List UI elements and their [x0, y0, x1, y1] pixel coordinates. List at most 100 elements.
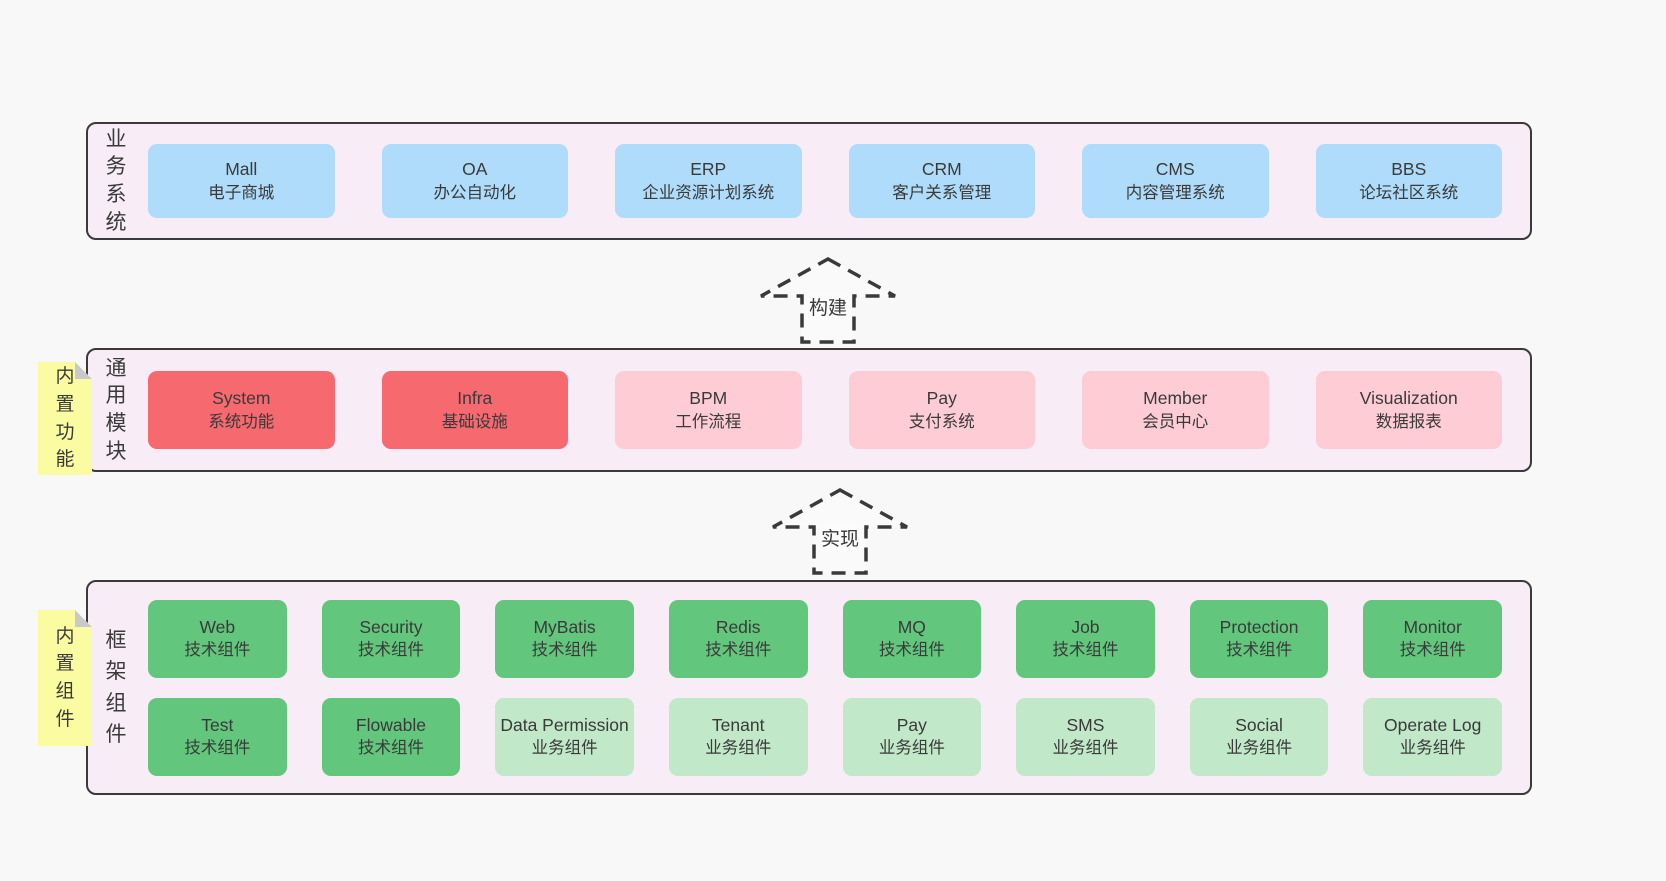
box-infra: Infra 基础设施	[381, 371, 568, 449]
box-title: Tenant	[711, 714, 765, 735]
box-subtitle: 会员中心	[1142, 412, 1209, 431]
box-title: System	[212, 388, 271, 409]
framework-grid: Web 技术组件 Security 技术组件 MyBatis 技术组件 Redi…	[148, 599, 1502, 776]
box-title: Job	[1071, 616, 1100, 637]
box-subtitle: 技术组件	[357, 739, 424, 758]
box-protection: Protection 技术组件	[1189, 599, 1329, 678]
box-oa: OA 办公自动化	[381, 144, 568, 218]
box-social: Social 业务组件	[1189, 697, 1329, 776]
box-title: Redis	[715, 616, 761, 637]
box-visualization: Visualization 数据报表	[1315, 371, 1502, 449]
note-text: 内置组件	[55, 625, 75, 730]
box-title: Infra	[457, 388, 493, 409]
box-erp: ERP 企业资源计划系统	[615, 144, 802, 218]
box-subtitle: 技术组件	[1226, 641, 1293, 660]
box-subtitle: 电子商城	[208, 183, 275, 202]
sticky-note-built-in-components: 内置组件	[38, 610, 92, 746]
box-title: Test	[201, 714, 234, 735]
box-title: CMS	[1155, 159, 1195, 180]
box-subtitle: 业务组件	[531, 739, 598, 758]
box-subtitle: 数据报表	[1375, 412, 1442, 431]
box-mq: MQ 技术组件	[842, 599, 982, 678]
box-system: System 系统功能	[148, 371, 335, 449]
business-systems-panel: 业务系统 Mall 电子商城 OA 办公自动化 ERP 企业资源计划系统 CRM…	[86, 122, 1532, 240]
build-arrow-label: 构建	[805, 293, 851, 320]
box-title: Member	[1143, 388, 1208, 409]
box-title: Pay	[926, 388, 957, 409]
box-tenant: Tenant 业务组件	[668, 697, 808, 776]
box-mall: Mall 电子商城	[148, 144, 335, 218]
note-text: 内置功能	[55, 366, 75, 471]
box-flowable: Flowable 技术组件	[321, 697, 461, 776]
panel-label-modules: 通用模块	[105, 356, 127, 463]
box-subtitle: 技术组件	[1052, 641, 1119, 660]
box-title: Data Permission	[500, 714, 629, 735]
sticky-note-built-in-functions: 内置功能	[38, 362, 92, 475]
box-subtitle: 办公自动化	[433, 183, 517, 202]
box-title: MQ	[897, 616, 926, 637]
box-title: Visualization	[1359, 388, 1458, 409]
box-crm: CRM 客户关系管理	[848, 144, 1035, 218]
box-pay-component: Pay 业务组件	[842, 697, 982, 776]
box-mybatis: MyBatis 技术组件	[495, 599, 634, 678]
box-title: Operate Log	[1384, 714, 1482, 735]
box-sms: SMS 业务组件	[1016, 697, 1155, 776]
box-member: Member 会员中心	[1082, 371, 1269, 449]
box-title: CRM	[921, 159, 962, 180]
business-items-row: Mall 电子商城 OA 办公自动化 ERP 企业资源计划系统 CRM 客户关系…	[148, 144, 1502, 218]
box-title: BPM	[689, 388, 728, 409]
box-title: SMS	[1066, 714, 1105, 735]
box-subtitle: 企业资源计划系统	[642, 183, 775, 202]
box-subtitle: 技术组件	[184, 641, 251, 660]
box-title: Pay	[896, 714, 927, 735]
box-title: Security	[359, 616, 423, 637]
box-data-permission: Data Permission 业务组件	[495, 697, 634, 776]
box-subtitle: 业务组件	[1399, 739, 1466, 758]
modules-items-row: System 系统功能 Infra 基础设施 BPM 工作流程 Pay 支付系统…	[148, 371, 1502, 449]
box-subtitle: 业务组件	[878, 739, 945, 758]
box-title: Monitor	[1403, 616, 1462, 637]
box-subtitle: 技术组件	[531, 641, 598, 660]
implement-arrow: 实现	[770, 487, 910, 575]
box-subtitle: 技术组件	[705, 641, 772, 660]
box-title: Social	[1235, 714, 1283, 735]
box-title: ERP	[690, 159, 727, 180]
build-arrow: 构建	[758, 256, 898, 344]
box-subtitle: 技术组件	[184, 739, 251, 758]
framework-components-panel: 框架组件 Web 技术组件 Security 技术组件 MyBatis 技术组件…	[86, 580, 1532, 795]
box-subtitle: 支付系统	[908, 412, 975, 431]
box-web: Web 技术组件	[148, 599, 287, 678]
box-title: Flowable	[355, 714, 426, 735]
box-test: Test 技术组件	[148, 697, 287, 776]
box-subtitle: 业务组件	[705, 739, 772, 758]
box-subtitle: 技术组件	[878, 641, 945, 660]
box-subtitle: 论坛社区系统	[1359, 183, 1459, 202]
common-modules-panel: 通用模块 System 系统功能 Infra 基础设施 BPM 工作流程 Pay…	[86, 348, 1532, 472]
box-subtitle: 客户关系管理	[892, 183, 992, 202]
box-redis: Redis 技术组件	[668, 599, 808, 678]
box-title: Mall	[225, 159, 258, 180]
box-subtitle: 技术组件	[1399, 641, 1466, 660]
box-cms: CMS 内容管理系统	[1082, 144, 1269, 218]
box-subtitle: 业务组件	[1226, 739, 1293, 758]
box-subtitle: 业务组件	[1052, 739, 1119, 758]
box-bbs: BBS 论坛社区系统	[1315, 144, 1502, 218]
box-subtitle: 技术组件	[357, 641, 424, 660]
box-subtitle: 工作流程	[675, 412, 742, 431]
box-subtitle: 基础设施	[441, 412, 508, 431]
box-pay-system: Pay 支付系统	[848, 371, 1035, 449]
box-title: MyBatis	[533, 616, 596, 637]
box-bpm: BPM 工作流程	[615, 371, 802, 449]
box-title: OA	[462, 159, 488, 180]
box-subtitle: 系统功能	[208, 412, 275, 431]
box-title: Web	[199, 616, 236, 637]
box-title: Protection	[1219, 616, 1299, 637]
box-operate-log: Operate Log 业务组件	[1363, 697, 1502, 776]
box-monitor: Monitor 技术组件	[1363, 599, 1502, 678]
implement-arrow-label: 实现	[817, 524, 863, 551]
box-job: Job 技术组件	[1016, 599, 1155, 678]
box-subtitle: 内容管理系统	[1125, 183, 1225, 202]
box-security: Security 技术组件	[321, 599, 461, 678]
panel-label-framework: 框架组件	[105, 628, 127, 747]
